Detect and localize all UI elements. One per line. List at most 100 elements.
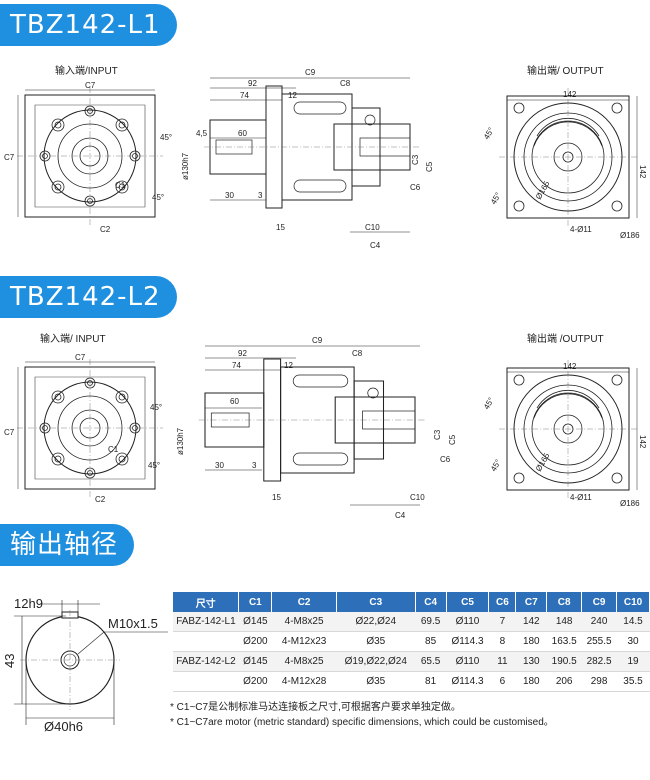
table-cell: Ø110 [446,612,489,632]
table-cell: 190.5 [546,651,582,672]
dim-130-l1: ø130h7 [181,152,190,180]
shaft-section [14,600,168,725]
table-cell: 148 [546,612,582,632]
table-row: Ø200 4-M12x23 Ø35 85 Ø114.3 8 180 163.5 … [173,631,650,652]
table-row: FABZ-142-L2 Ø145 4-M8x25 Ø19,Ø22,Ø24 65.… [173,651,650,672]
table-cell: 11 [488,651,516,672]
table-row: FABZ-142-L1 Ø145 4-M8x25 Ø22,Ø24 69.5 Ø1… [173,612,650,632]
dim-165-l1: Ø165 [534,179,552,201]
angle-l2b: 45° [148,461,160,470]
table-cell: 142 [515,612,547,632]
dim-60-l2: 60 [230,397,239,406]
output-label-l2: 输出端 /OUTPUT [527,334,604,345]
spec-table: 尺寸 C1 C2 C3 C4 C5 C6 C7 C8 C9 C10 FABZ-1… [173,592,650,692]
table-cell: Ø200 [238,631,272,652]
table-cell: Ø35 [336,631,416,652]
dim-3-l1: 3 [258,191,263,200]
table-cell: 6 [488,671,516,692]
dim-92-l1: 92 [248,79,257,88]
table-cell: 4-M12x23 [271,631,337,652]
table-cell: 180 [515,631,547,652]
table-cell: 30 [616,631,650,652]
dim-c8-l1: C8 [340,79,351,88]
dim-c4-l2: C4 [395,511,406,520]
dim-c10-l2: C10 [410,493,425,502]
input-label-l1: 输入端/INPUT [55,66,118,77]
table-cell: 81 [415,671,447,692]
col-header: C3 [336,592,416,612]
col-header: C5 [446,592,490,612]
dim-186-l1: Ø186 [620,231,640,240]
table-cell: Ø114.3 [446,631,489,652]
table-cell: Ø114.3 [446,671,489,692]
dim-130-l2: ø130h7 [176,427,185,455]
dim-c10-l1: C10 [365,223,380,232]
dim-15-l2: 15 [272,493,281,502]
note-cn: * C1~C7是公制标准马达连接板之尺寸,可根据客户要求单独定做。 [170,702,461,713]
dim-3-l2: 3 [252,461,257,470]
table-cell: Ø110 [446,651,489,672]
dim-c7v-l2: C7 [4,428,15,437]
dim-c3-l1: C3 [411,154,420,165]
table-cell: 4-M8x25 [271,651,337,672]
dim-142v-l1: 142 [638,165,647,179]
table-row: Ø200 4-M12x28 Ø35 81 Ø114.3 6 180 206 29… [173,671,650,692]
dim-c6-l2: C6 [440,455,451,464]
dim-c1-l2: C1 [108,445,119,454]
table-cell: 282.5 [581,651,617,672]
shaft-key-width: 12h9 [14,596,43,611]
col-header: C8 [546,592,583,612]
table-cell: 35.5 [616,671,650,692]
col-header: C7 [515,592,548,612]
note-en: * C1~C7are motor (metric standard) speci… [170,717,554,728]
col-header: C1 [238,592,273,612]
table-cell: FABZ-142-L2 [173,651,239,672]
dim-c2-l2: C2 [95,495,106,504]
table-cell: 14.5 [616,612,650,632]
col-header: C2 [271,592,337,612]
dim-15-l1: 15 [276,223,285,232]
section-title-l2: TBZ142-L2 [0,276,177,318]
input-label-l2: 输入端/ INPUT [40,334,106,345]
table-cell: FABZ-142-L1 [173,612,239,632]
col-header: C4 [415,592,447,612]
dim-30-l1: 30 [225,191,234,200]
dim-c9-l1: C9 [305,68,316,77]
dim-c5-l2: C5 [448,434,457,445]
angle-l1c: 45° [482,126,496,141]
input-face-l1 [16,86,164,226]
input-face-l2 [16,358,164,498]
table-cell: 4-M12x28 [271,671,337,692]
section-title-shaft: 输出轴径 [0,524,135,566]
dim-c3-l2: C3 [433,429,442,440]
table-cell: Ø200 [238,671,272,692]
dim-12-l2: 12 [284,361,293,370]
table-cell: 65.5 [415,651,447,672]
dim-165-l2: Ø165 [534,451,552,473]
section-title-l1: TBZ142-L1 [0,4,177,46]
dim-c7-l2: C7 [75,353,86,362]
table-cell: 180 [515,671,547,692]
dim-142v-l2: 142 [638,435,647,449]
dim-c4-l1: C4 [370,241,381,250]
table-cell: Ø19,Ø22,Ø24 [336,651,416,672]
dim-c8-l2: C8 [352,349,363,358]
table-cell [173,631,239,652]
table-cell [173,671,239,692]
shaft-height: 43 [2,654,17,668]
dim-74-l2: 74 [232,361,241,370]
output-label-l1: 输出端/ OUTPUT [527,66,604,77]
dim-c2-l1: C2 [100,225,111,234]
table-cell: 8 [488,631,516,652]
table-cell: 7 [488,612,516,632]
dim-45-l1: 4,5 [196,129,208,138]
dim-411-l2: 4-Ø11 [570,493,592,502]
table-cell: 19 [616,651,650,672]
table-cell: 240 [581,612,617,632]
dim-411-l1: 4-Ø11 [570,225,592,234]
dim-92-l2: 92 [238,349,247,358]
col-header: C9 [581,592,618,612]
angle-l2d: 45° [489,458,503,473]
table-cell: 4-M8x25 [271,612,337,632]
